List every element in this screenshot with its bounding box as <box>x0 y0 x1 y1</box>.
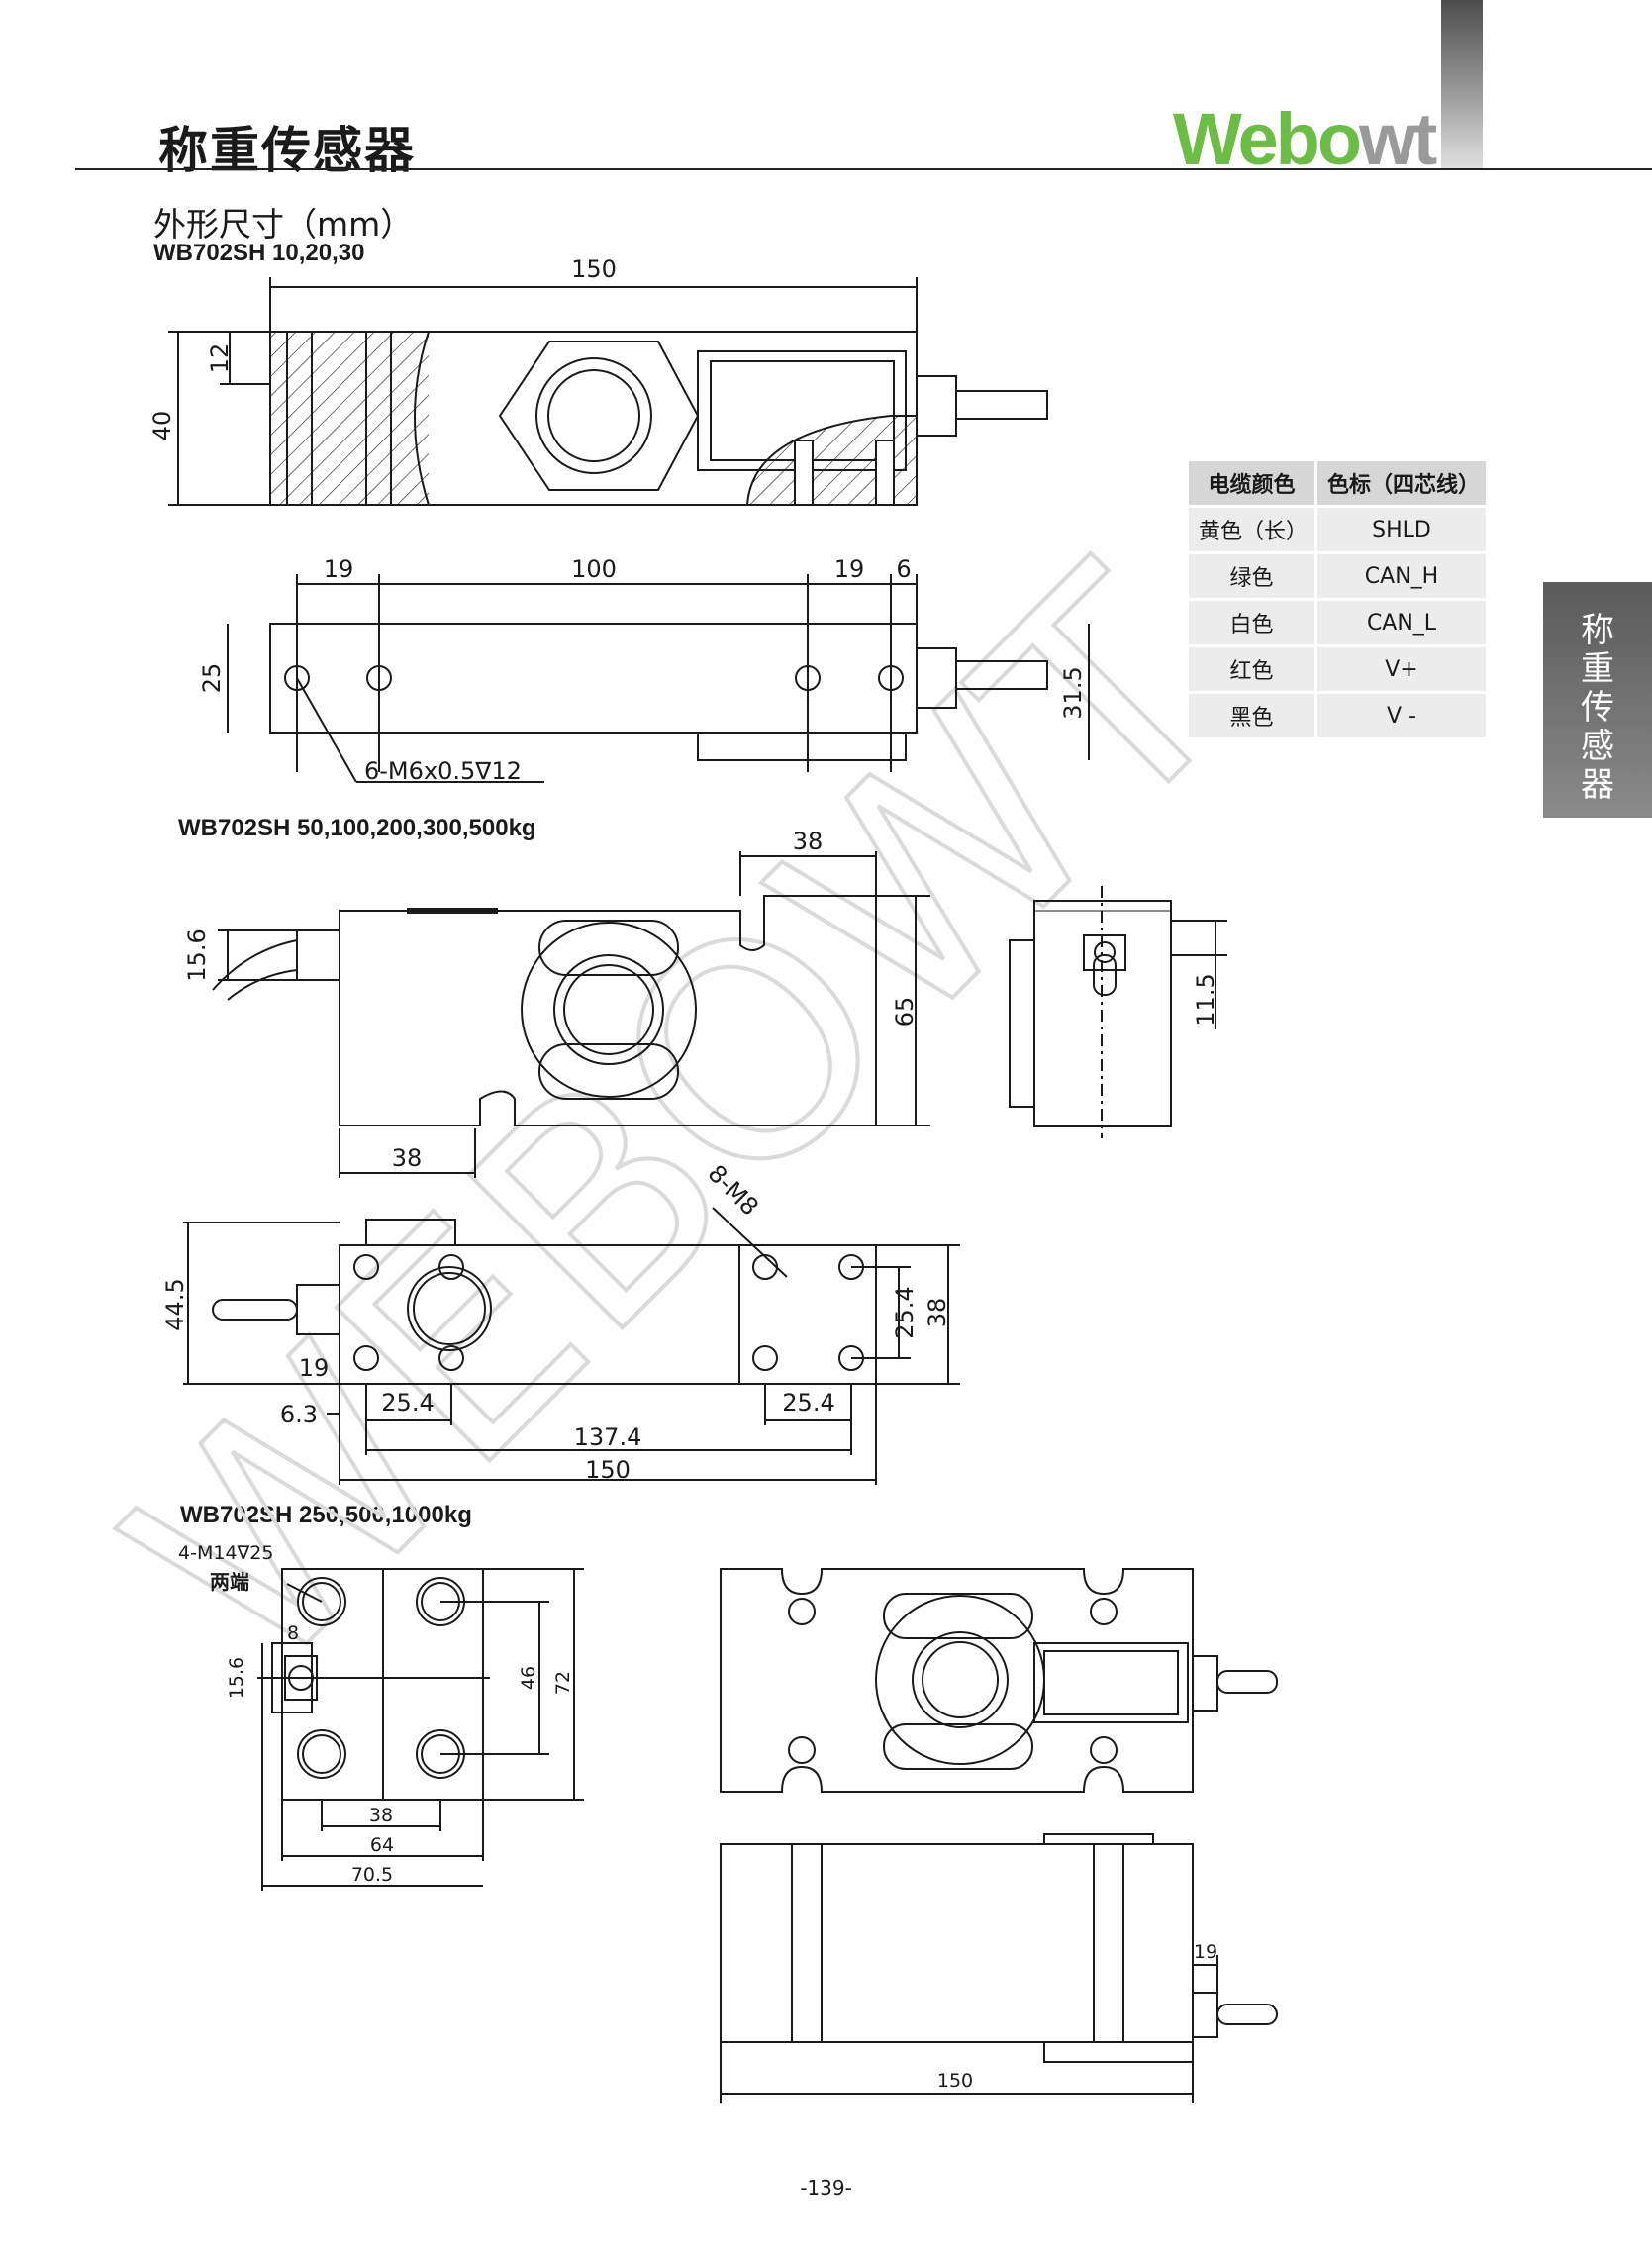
dim-label: 150 <box>571 255 617 283</box>
cable-signal: V+ <box>1317 647 1486 691</box>
dim-label: 6 <box>896 555 911 583</box>
dim-label: 19 <box>834 555 865 583</box>
side-tab-char: 传 <box>1581 688 1614 728</box>
dimension-labels: 150 12 40 19 100 19 6 25 31.5 6-M6x0.5∇1… <box>148 255 1219 2092</box>
dim-label: 15.6 <box>226 1657 247 1699</box>
cable-color: 黄色（长） <box>1189 508 1314 551</box>
logo-green-text: Webo <box>1173 98 1362 180</box>
dim-label: 70.5 <box>351 1864 393 1886</box>
table-header-row: 电缆颜色 色标（四芯线） <box>1189 461 1486 505</box>
drawing-2-end-view <box>1009 886 1227 1138</box>
side-tab: 称 重 传 感 器 <box>1543 582 1652 818</box>
dim-label: 25.4 <box>782 1389 834 1417</box>
drawing-3-top-view <box>720 1568 1278 1793</box>
cable-color: 黑色 <box>1189 694 1314 737</box>
dim-label: 8 <box>287 1622 299 1644</box>
model-heading-3: WB702SH 250,500,1000kg <box>180 1502 472 1528</box>
dim-label: 72 <box>552 1671 574 1695</box>
dim-label: 两端 <box>210 1570 249 1594</box>
page-number: -139- <box>800 2176 852 2200</box>
dim-label: 150 <box>585 1456 631 1484</box>
dim-label: 137.4 <box>574 1423 642 1451</box>
cable-signal: SHLD <box>1317 508 1486 551</box>
side-tab-char: 重 <box>1581 649 1614 689</box>
dim-label: 31.5 <box>1059 666 1087 719</box>
dim-label: 6-M6x0.5∇12 <box>364 757 522 785</box>
dim-label: 40 <box>148 411 176 441</box>
drawing-2-front-view <box>212 851 930 1178</box>
dim-label: 25 <box>198 663 226 694</box>
dim-label: 15.6 <box>183 929 211 981</box>
dim-label: 150 <box>937 2070 973 2092</box>
dim-label: 46 <box>518 1666 539 1690</box>
side-tab-char: 感 <box>1581 727 1614 766</box>
drawing-2-holes <box>353 1254 864 1371</box>
dim-label: 100 <box>571 555 617 583</box>
dim-label: 25.4 <box>381 1389 434 1417</box>
cable-color: 红色 <box>1189 647 1314 691</box>
drawing-1-side-view <box>227 574 1090 783</box>
dim-label: 64 <box>370 1834 394 1856</box>
dim-label: 25.4 <box>891 1286 919 1338</box>
dim-label: 19 <box>299 1354 330 1382</box>
dim-label: 38 <box>369 1805 393 1826</box>
brand-logo: Webowt <box>1173 97 1437 181</box>
drawing-1-holes <box>284 665 904 691</box>
dim-label: 38 <box>793 828 824 855</box>
drawing-1-top-view <box>168 277 1048 506</box>
dim-label: 65 <box>891 997 919 1027</box>
dim-label: 38 <box>923 1298 951 1328</box>
model-heading-2: WB702SH 50,100,200,300,500kg <box>178 815 536 841</box>
drawing-3-side-view <box>720 1833 1278 2103</box>
dim-label: 19 <box>324 555 354 583</box>
cable-signal: V - <box>1317 694 1486 737</box>
header-rule <box>75 168 1652 170</box>
header-gradient-bar <box>1441 0 1483 168</box>
model-heading-1: WB702SH 10,20,30 <box>153 240 365 266</box>
table-header-cell: 色标（四芯线） <box>1317 461 1486 505</box>
table-header-cell: 电缆颜色 <box>1189 461 1314 505</box>
logo-gray-text: wt <box>1359 98 1437 180</box>
dim-label: 19 <box>1194 1941 1217 1963</box>
drawing-3-end-view <box>257 1568 584 1891</box>
side-tab-char: 称 <box>1581 611 1614 650</box>
dim-label: 44.5 <box>161 1278 189 1330</box>
dim-label: 4-M14∇25 <box>178 1542 273 1564</box>
cable-signal: CAN_H <box>1317 554 1486 598</box>
dim-label: 6.3 <box>280 1401 318 1428</box>
cable-color: 白色 <box>1189 601 1314 644</box>
table-row: 黄色（长）SHLD <box>1189 508 1486 551</box>
dim-label: 12 <box>206 343 234 374</box>
dim-label: 38 <box>392 1144 423 1172</box>
cable-signal: CAN_L <box>1317 601 1486 644</box>
dim-label: 11.5 <box>1192 973 1219 1026</box>
section-title: 外形尺寸（mm） <box>153 205 414 244</box>
cable-color: 绿色 <box>1189 554 1314 598</box>
drawing-2-bottom-view <box>183 1207 960 1485</box>
side-tab-char: 器 <box>1581 765 1614 805</box>
